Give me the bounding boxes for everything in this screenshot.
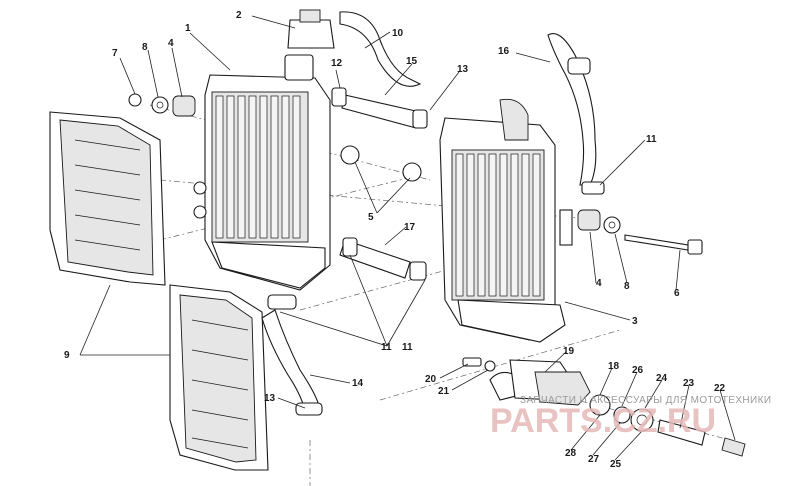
part-label-12: 12 (331, 58, 343, 69)
part-label-7: 7 (112, 48, 118, 59)
water-pump-group (462, 357, 746, 457)
right-radiator-fins (455, 153, 541, 297)
filler-cap (287, 9, 335, 49)
lower-cross-hose (339, 237, 427, 281)
part-label-6: 6 (674, 288, 680, 299)
part-label-21: 21 (438, 386, 450, 397)
part-label-24: 24 (656, 373, 668, 384)
part-label-10: 10 (392, 28, 404, 39)
part-label-17: 17 (404, 222, 416, 233)
left-radiator-fins (215, 95, 301, 239)
part-label-13: 13 (457, 64, 469, 75)
part-label-18: 18 (608, 361, 620, 372)
part-label-16: 16 (498, 46, 510, 57)
part-label-22: 22 (714, 383, 726, 394)
part-label-9: 9 (64, 350, 70, 361)
lower-hose (261, 294, 323, 416)
part-label-8: 8 (624, 281, 630, 292)
part-label-28: 28 (565, 448, 577, 459)
part-label-27: 27 (588, 454, 600, 465)
right-upper-hose (547, 33, 605, 195)
part-label-3: 3 (632, 316, 638, 327)
part-label-25: 25 (610, 459, 622, 470)
upper-hose (331, 87, 428, 129)
leader-lines (79, 15, 736, 461)
mounting-hardware (128, 93, 703, 255)
part-label-15: 15 (406, 56, 418, 67)
left-upper-guard (49, 111, 166, 286)
left-lower-guard (169, 284, 269, 471)
part-label-23: 23 (683, 378, 695, 389)
watermark-tagline: ЗАПЧАСТИ И АКСЕССУАРЫ ДЛЯ МОТОТЕХНИКИ (520, 395, 771, 406)
part-label-5: 5 (368, 212, 374, 223)
part-label-13: 13 (264, 393, 276, 404)
part-label-11: 11 (381, 342, 392, 353)
part-label-20: 20 (425, 374, 437, 385)
overflow-hose (339, 11, 422, 87)
part-label-1: 1 (185, 23, 191, 34)
watermark: ЗАПЧАСТИ И АКСЕССУАРЫ ДЛЯ МОТОТЕХНИКИ PA… (490, 395, 771, 440)
part-label-11: 11 (402, 342, 413, 353)
part-label-11: 11 (646, 134, 657, 145)
part-label-19: 19 (563, 346, 575, 357)
part-labels: 1 2 3 4 4 5 6 7 8 8 9 10 11 11 11 12 13 … (64, 10, 726, 470)
part-label-2: 2 (236, 10, 242, 21)
part-label-4: 4 (596, 278, 602, 289)
left-radiator (193, 54, 331, 291)
part-label-14: 14 (352, 378, 364, 389)
right-radiator (439, 98, 573, 343)
part-label-4: 4 (168, 38, 174, 49)
part-label-8: 8 (142, 42, 148, 53)
watermark-logo: PARTS.CZ.RU (490, 402, 716, 440)
part-label-26: 26 (632, 365, 644, 376)
